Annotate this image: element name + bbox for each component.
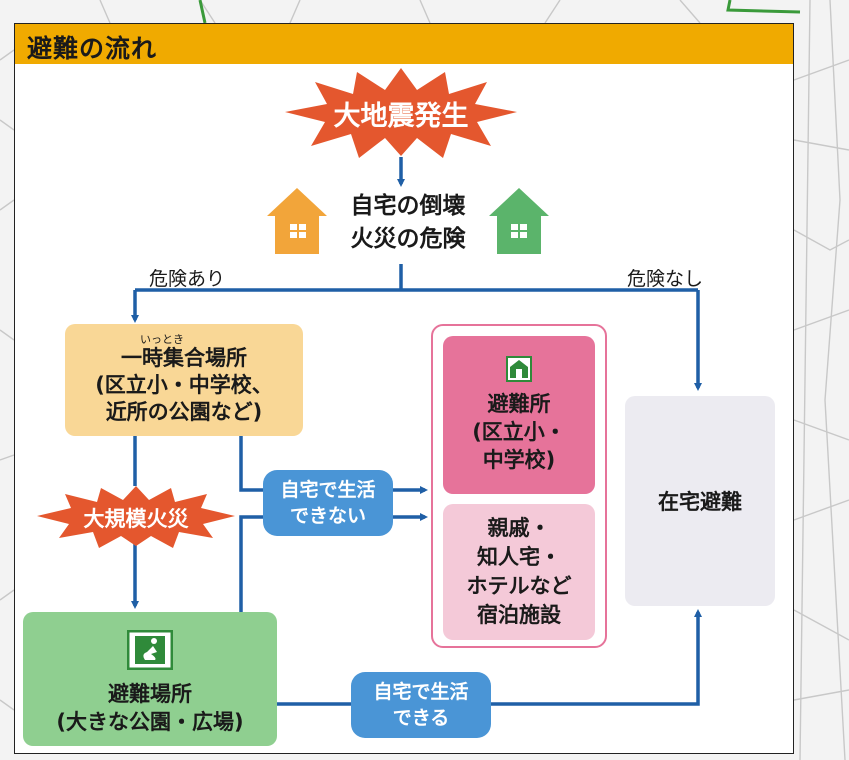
refuge-area-line-2: (大きな公園・広場): [56, 710, 244, 734]
temporary-gathering-site: いっとき 一時集合場所 (区立小・中学校、 近所の公園など): [65, 324, 303, 436]
relatives-line-3: ホテルなど: [466, 574, 572, 598]
temporary-site-ruby: いっとき: [140, 333, 184, 346]
house-orange-icon: [267, 188, 327, 254]
line-refuge-to-cannot-live: [239, 515, 263, 612]
home-risk-line-1: 自宅の倒壊: [350, 193, 466, 219]
shelter-line-1: 避難所: [487, 392, 551, 416]
arrow-can-live-to-home: [491, 609, 702, 706]
evacuation-shelter: 避難所 (区立小・ 中学校): [443, 336, 595, 494]
can-live-line-1: 自宅で生活: [373, 681, 469, 703]
refuge-area: 避難場所 (大きな公園・広場): [23, 612, 277, 746]
line-temporary-to-cannot-live: [239, 436, 263, 492]
relatives-lodging: 親戚・ 知人宅・ ホテルなど 宿泊施設: [443, 504, 595, 640]
flow-connectors: [131, 157, 702, 706]
can-live-line-2: できる: [392, 707, 450, 729]
title-bar: 避難の流れ: [15, 24, 793, 64]
temporary-site-line-2: (区立小・中学校、: [95, 373, 273, 397]
large-fire-burst: [37, 486, 235, 548]
shelter-line-2: (区立小・: [472, 420, 566, 444]
branch-right-label: 危険なし: [627, 268, 704, 290]
refuge-area-line-1: 避難場所: [108, 682, 192, 706]
temporary-site-line-3: 近所の公園など): [105, 400, 263, 424]
branch-left-label: 危険あり: [149, 268, 226, 290]
earthquake-label: 大地震発生: [333, 101, 469, 132]
cannot-live-line-2: できない: [289, 505, 366, 527]
evacuation-flow-panel: 避難の流れ: [14, 23, 794, 754]
home-risk-label: 自宅の倒壊 火災の危険: [327, 190, 489, 256]
panel-title: 避難の流れ: [27, 34, 158, 63]
home-evacuation-label: 在宅避難: [658, 490, 742, 514]
relatives-line-1: 親戚・: [487, 516, 551, 540]
home-risk-line-2: 火災の危険: [350, 226, 466, 252]
relatives-line-4: 宿泊施設: [477, 603, 561, 627]
cannot-live-at-home-bubble: 自宅で生活 できない: [263, 470, 393, 536]
home-evacuation: 在宅避難: [625, 396, 775, 606]
shelter-line-3: 中学校): [482, 448, 556, 472]
temporary-site-line-1: 一時集合場所: [121, 346, 247, 370]
cannot-live-line-1: 自宅で生活: [280, 479, 376, 501]
relatives-line-2: 知人宅・: [477, 545, 561, 569]
can-live-at-home-bubble: 自宅で生活 できる: [351, 672, 491, 738]
refuge-sign-icon: [127, 630, 173, 670]
large-fire-label: 大規模火災: [83, 507, 189, 531]
earthquake-burst: [285, 68, 517, 158]
shelter-sign-icon: [506, 356, 532, 382]
house-green-icon: [489, 188, 549, 254]
